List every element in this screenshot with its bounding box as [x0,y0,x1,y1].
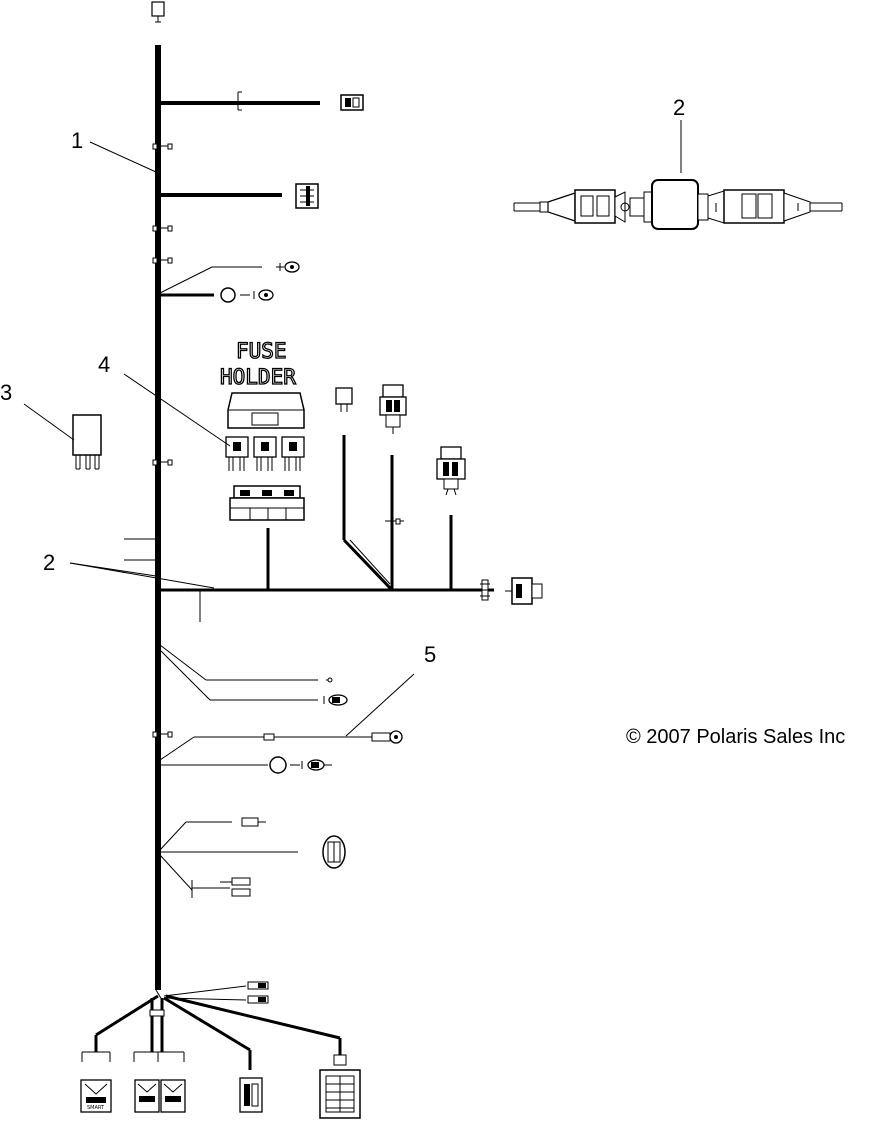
relay-icon [72,414,102,470]
callout-5: 5 [424,642,436,667]
branch-upper-2 [158,183,319,209]
ring-terminal-icon [220,287,274,303]
branch-middle-harness [124,435,543,622]
callout-leaders [23,120,682,737]
callout-4: 4 [98,352,110,377]
bullet-terminal-icon [323,694,348,706]
sensor-connector-icon [379,384,407,434]
fuse-holder-label: FUSE HOLDER [219,338,297,389]
clip-icon [480,579,490,601]
branch-lower-3 [159,817,346,898]
callout-1: 1 [71,128,83,153]
spade-terminal-icon [220,877,251,897]
fuse-holder-base-icon [229,485,305,521]
callout-2-lower: 2 [43,550,55,575]
fuse-holder-label-line1: FUSE [236,339,287,363]
svg-text:SMART: SMART [87,1105,105,1111]
main-harness-trunk [151,1,173,990]
callout-2-upper: 2 [673,95,685,120]
connector-icon: SMART [80,1079,112,1113]
connector-icon [505,577,543,605]
branch-lower-1 [159,644,348,706]
ecu-connector-icon [319,1054,361,1119]
branch-upper-1 [158,91,364,111]
top-connector-icon [151,1,165,23]
ring-terminal-icon [276,261,300,273]
connector-icon [295,183,319,209]
inline-fuse-assembly-icon [513,179,843,230]
fuse-holder-cover-icon [227,392,305,429]
sensor-connector-icon [436,446,466,496]
multi-pin-connector-icon [239,1077,263,1113]
small-connector-icon [335,387,353,412]
branch-ring-terminals-top [159,261,300,303]
oval-connector-icon [322,835,346,869]
ring-terminal-icon [371,730,403,744]
copyright-notice: © 2007 Polaris Sales Inc [626,726,845,748]
branch-lower-2 [159,730,403,774]
trunk-clip-icon [152,143,173,738]
spade-terminal-icon [247,981,269,1004]
connector-icon [134,1079,186,1113]
bottom-breakout: SMART [80,981,361,1119]
fuse-icon [225,436,305,471]
fuse-holder-label-line2: HOLDER [220,365,296,389]
ring-terminal-icon [269,756,332,774]
connector-icon [340,94,364,111]
callout-3: 3 [0,380,12,405]
